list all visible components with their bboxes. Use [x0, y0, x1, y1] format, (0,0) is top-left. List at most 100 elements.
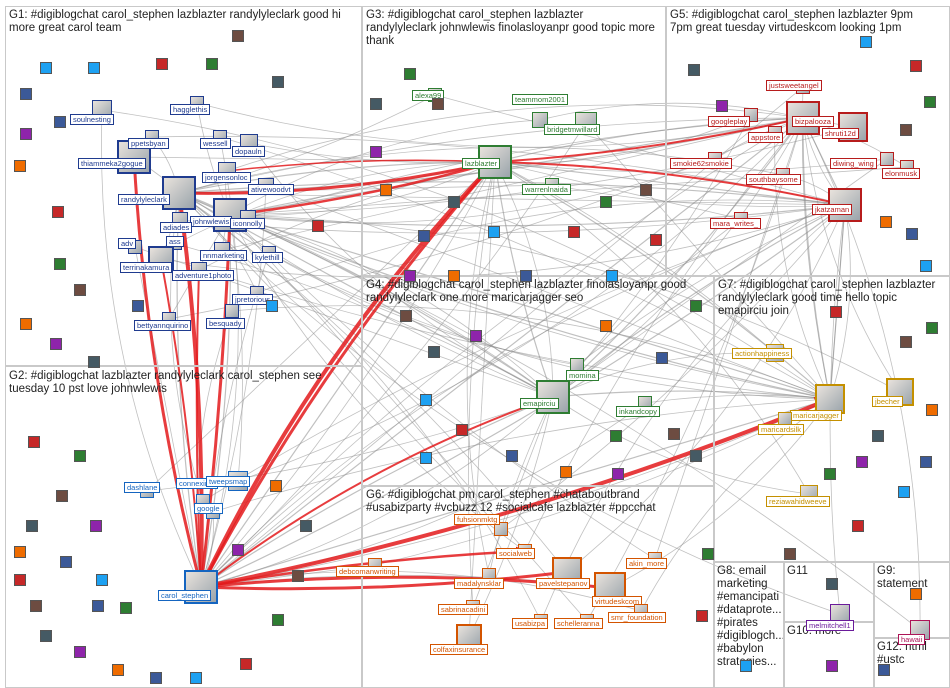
avatar-node[interactable] — [120, 602, 132, 614]
avatar-node[interactable] — [824, 468, 836, 480]
avatar-node[interactable] — [432, 98, 444, 110]
avatar-node[interactable] — [380, 184, 392, 196]
avatar-node[interactable] — [54, 116, 66, 128]
avatar-node[interactable] — [312, 220, 324, 232]
avatar-node[interactable] — [156, 58, 168, 70]
avatar-node[interactable] — [640, 184, 652, 196]
avatar-node[interactable] — [924, 96, 936, 108]
avatar-node[interactable] — [74, 450, 86, 462]
avatar-node[interactable] — [456, 424, 468, 436]
avatar-node[interactable] — [20, 128, 32, 140]
avatar-node[interactable] — [448, 270, 460, 282]
avatar-node[interactable] — [50, 338, 62, 350]
avatar-node[interactable] — [702, 548, 714, 560]
avatar-node[interactable] — [292, 570, 304, 582]
avatar-node[interactable] — [150, 672, 162, 684]
avatar-node[interactable] — [920, 456, 932, 468]
avatar-node[interactable] — [910, 60, 922, 72]
avatar-node[interactable] — [606, 270, 618, 282]
avatar-node[interactable] — [88, 62, 100, 74]
avatar-node[interactable] — [190, 672, 202, 684]
avatar-node[interactable] — [232, 544, 244, 556]
avatar-node[interactable] — [826, 660, 838, 672]
avatar-node[interactable] — [610, 430, 622, 442]
avatar-node[interactable] — [560, 466, 572, 478]
avatar-node[interactable] — [232, 30, 244, 42]
avatar-node[interactable] — [926, 404, 938, 416]
avatar-node[interactable] — [370, 98, 382, 110]
avatar-node[interactable] — [690, 300, 702, 312]
avatar-node[interactable] — [920, 260, 932, 272]
avatar-node[interactable] — [420, 452, 432, 464]
avatar-node[interactable] — [404, 68, 416, 80]
node-fuhsionmktg[interactable] — [494, 522, 508, 536]
avatar-node[interactable] — [272, 614, 284, 626]
avatar-node[interactable] — [60, 556, 72, 568]
avatar-node[interactable] — [856, 456, 868, 468]
avatar-node[interactable] — [96, 574, 108, 586]
avatar-node[interactable] — [696, 610, 708, 622]
avatar-node[interactable] — [14, 160, 26, 172]
avatar-node[interactable] — [740, 660, 752, 672]
avatar-node[interactable] — [470, 330, 482, 342]
avatar-node[interactable] — [826, 578, 838, 590]
avatar-node[interactable] — [860, 36, 872, 48]
avatar-node[interactable] — [568, 226, 580, 238]
avatar-node[interactable] — [488, 226, 500, 238]
avatar-node[interactable] — [90, 520, 102, 532]
avatar-node[interactable] — [92, 600, 104, 612]
avatar-node[interactable] — [74, 284, 86, 296]
avatar-node[interactable] — [272, 76, 284, 88]
avatar-node[interactable] — [400, 310, 412, 322]
avatar-node[interactable] — [668, 428, 680, 440]
avatar-node[interactable] — [650, 234, 662, 246]
avatar-node[interactable] — [898, 486, 910, 498]
avatar-node[interactable] — [14, 546, 26, 558]
avatar-node[interactable] — [520, 270, 532, 282]
avatar-node[interactable] — [40, 630, 52, 642]
avatar-node[interactable] — [20, 318, 32, 330]
avatar-node[interactable] — [880, 216, 892, 228]
avatar-node[interactable] — [688, 64, 700, 76]
avatar-node[interactable] — [906, 228, 918, 240]
avatar-node[interactable] — [656, 352, 668, 364]
avatar-node[interactable] — [910, 588, 922, 600]
avatar-node[interactable] — [690, 450, 702, 462]
avatar-node[interactable] — [900, 336, 912, 348]
avatar-node[interactable] — [784, 548, 796, 560]
avatar-node[interactable] — [900, 124, 912, 136]
avatar-node[interactable] — [74, 646, 86, 658]
avatar-node[interactable] — [300, 520, 312, 532]
avatar-node[interactable] — [20, 88, 32, 100]
avatar-node[interactable] — [14, 574, 26, 586]
avatar-node[interactable] — [506, 450, 518, 462]
avatar-node[interactable] — [30, 600, 42, 612]
avatar-node[interactable] — [926, 322, 938, 334]
avatar-node[interactable] — [266, 300, 278, 312]
avatar-node[interactable] — [56, 490, 68, 502]
avatar-node[interactable] — [600, 196, 612, 208]
avatar-node[interactable] — [612, 468, 624, 480]
avatar-node[interactable] — [830, 306, 842, 318]
avatar-node[interactable] — [88, 356, 100, 368]
avatar-node[interactable] — [132, 300, 144, 312]
avatar-node[interactable] — [52, 206, 64, 218]
avatar-node[interactable] — [878, 664, 890, 676]
node-besquady[interactable] — [225, 304, 239, 318]
avatar-node[interactable] — [420, 394, 432, 406]
avatar-node[interactable] — [428, 346, 440, 358]
avatar-node[interactable] — [28, 436, 40, 448]
avatar-node[interactable] — [240, 658, 252, 670]
avatar-node[interactable] — [206, 58, 218, 70]
avatar-node[interactable] — [370, 146, 382, 158]
avatar-node[interactable] — [418, 230, 430, 242]
avatar-node[interactable] — [40, 62, 52, 74]
avatar-node[interactable] — [716, 100, 728, 112]
avatar-node[interactable] — [600, 320, 612, 332]
avatar-node[interactable] — [26, 520, 38, 532]
avatar-node[interactable] — [404, 270, 416, 282]
avatar-node[interactable] — [112, 664, 124, 676]
node-diwing-wing[interactable] — [880, 152, 894, 166]
avatar-node[interactable] — [852, 520, 864, 532]
avatar-node[interactable] — [54, 258, 66, 270]
